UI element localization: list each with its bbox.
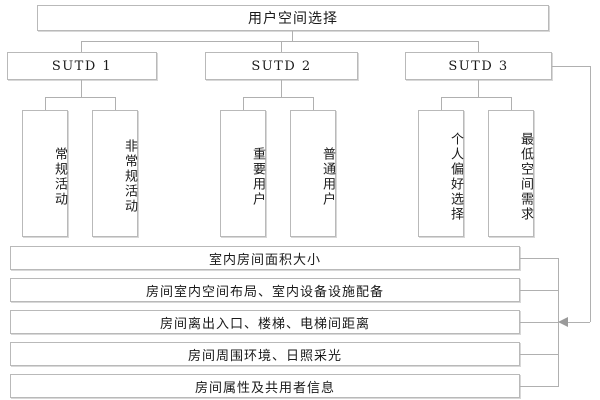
connector-root-stem xyxy=(292,31,293,42)
node-irregular-activity[interactable]: 非常规活动 xyxy=(92,110,138,237)
connector-sutd1-child-1 xyxy=(45,97,46,110)
connector-sutd3-child-1 xyxy=(441,97,442,110)
node-label: 房间室内空间布局、室内设备设施配备 xyxy=(145,284,384,300)
attribute-bar-room-property-sharers[interactable]: 房间属性及共用者信息 xyxy=(10,374,520,398)
node-sutd-1[interactable]: SUTD 1 xyxy=(7,52,157,80)
connector-sutd3-feedback-down xyxy=(590,66,591,322)
connector-sutd3-stem xyxy=(478,80,479,97)
connector-sutd1-child-2 xyxy=(115,97,116,110)
node-regular-user[interactable]: 普通用户 xyxy=(290,110,336,237)
connector-sutd3-child-2 xyxy=(511,97,512,110)
attribute-bar-layout-equipment[interactable]: 房间室内空间布局、室内设备设施配备 xyxy=(10,278,520,302)
connector-bar-3-stub xyxy=(520,354,558,355)
connector-to-sutd2 xyxy=(281,41,282,53)
node-label: 房间属性及共用者信息 xyxy=(194,380,335,396)
connector-bar-2-stub xyxy=(520,322,558,323)
node-important-user[interactable]: 重要用户 xyxy=(220,110,266,237)
connector-sutd1-stem xyxy=(81,80,82,97)
connector-sutd3-feedback-top xyxy=(552,66,590,67)
node-label: 室内房间面积大小 xyxy=(208,252,321,268)
connector-sutd2-child-2 xyxy=(313,97,314,110)
connector-sutd2-child-1 xyxy=(243,97,244,110)
node-label: 房间离出入口、楼梯、电梯间距离 xyxy=(159,316,370,332)
connector-root-bus xyxy=(81,41,478,42)
connector-bar-4-stub xyxy=(520,386,558,387)
connector-bar-0-stub xyxy=(520,258,558,259)
node-label: 普通用户 xyxy=(320,146,335,207)
node-regular-activity[interactable]: 常规活动 xyxy=(22,110,68,237)
connector-bar-1-stub xyxy=(520,290,558,291)
node-label: 个人偏好选择 xyxy=(448,131,463,222)
node-personal-preference[interactable]: 个人偏好选择 xyxy=(418,110,464,237)
connector-sutd3-bus xyxy=(441,97,511,98)
connector-sutd2-bus xyxy=(243,97,313,98)
node-sutd-3[interactable]: SUTD 3 xyxy=(405,52,552,80)
attribute-bar-environment-daylight[interactable]: 房间周围环境、日照采光 xyxy=(10,342,520,366)
node-root-user-space-selection[interactable]: 用户空间选择 xyxy=(37,5,549,31)
connector-to-sutd3 xyxy=(478,41,479,53)
arrowhead-icon xyxy=(558,317,568,327)
attribute-bar-room-area[interactable]: 室内房间面积大小 xyxy=(10,246,520,270)
node-minimum-space-need[interactable]: 最低空间需求 xyxy=(488,110,534,237)
node-sutd-2[interactable]: SUTD 2 xyxy=(205,52,358,80)
node-label: 重要用户 xyxy=(250,146,265,207)
node-label: SUTD 3 xyxy=(448,58,509,74)
node-label: 用户空间选择 xyxy=(248,11,338,27)
connector-sutd3-feedback-in xyxy=(568,322,590,323)
node-label: 常规活动 xyxy=(52,146,67,207)
connector-sutd1-bus xyxy=(45,97,115,98)
node-label: 最低空间需求 xyxy=(518,131,533,222)
node-label: SUTD 1 xyxy=(51,58,113,74)
attribute-bar-distance-entrance[interactable]: 房间离出入口、楼梯、电梯间距离 xyxy=(10,310,520,334)
connector-to-sutd1 xyxy=(81,41,82,53)
node-label: 房间周围环境、日照采光 xyxy=(187,348,342,364)
connector-sutd2-stem xyxy=(281,80,282,97)
node-label: SUTD 2 xyxy=(251,58,312,74)
node-label: 非常规活动 xyxy=(122,139,137,214)
